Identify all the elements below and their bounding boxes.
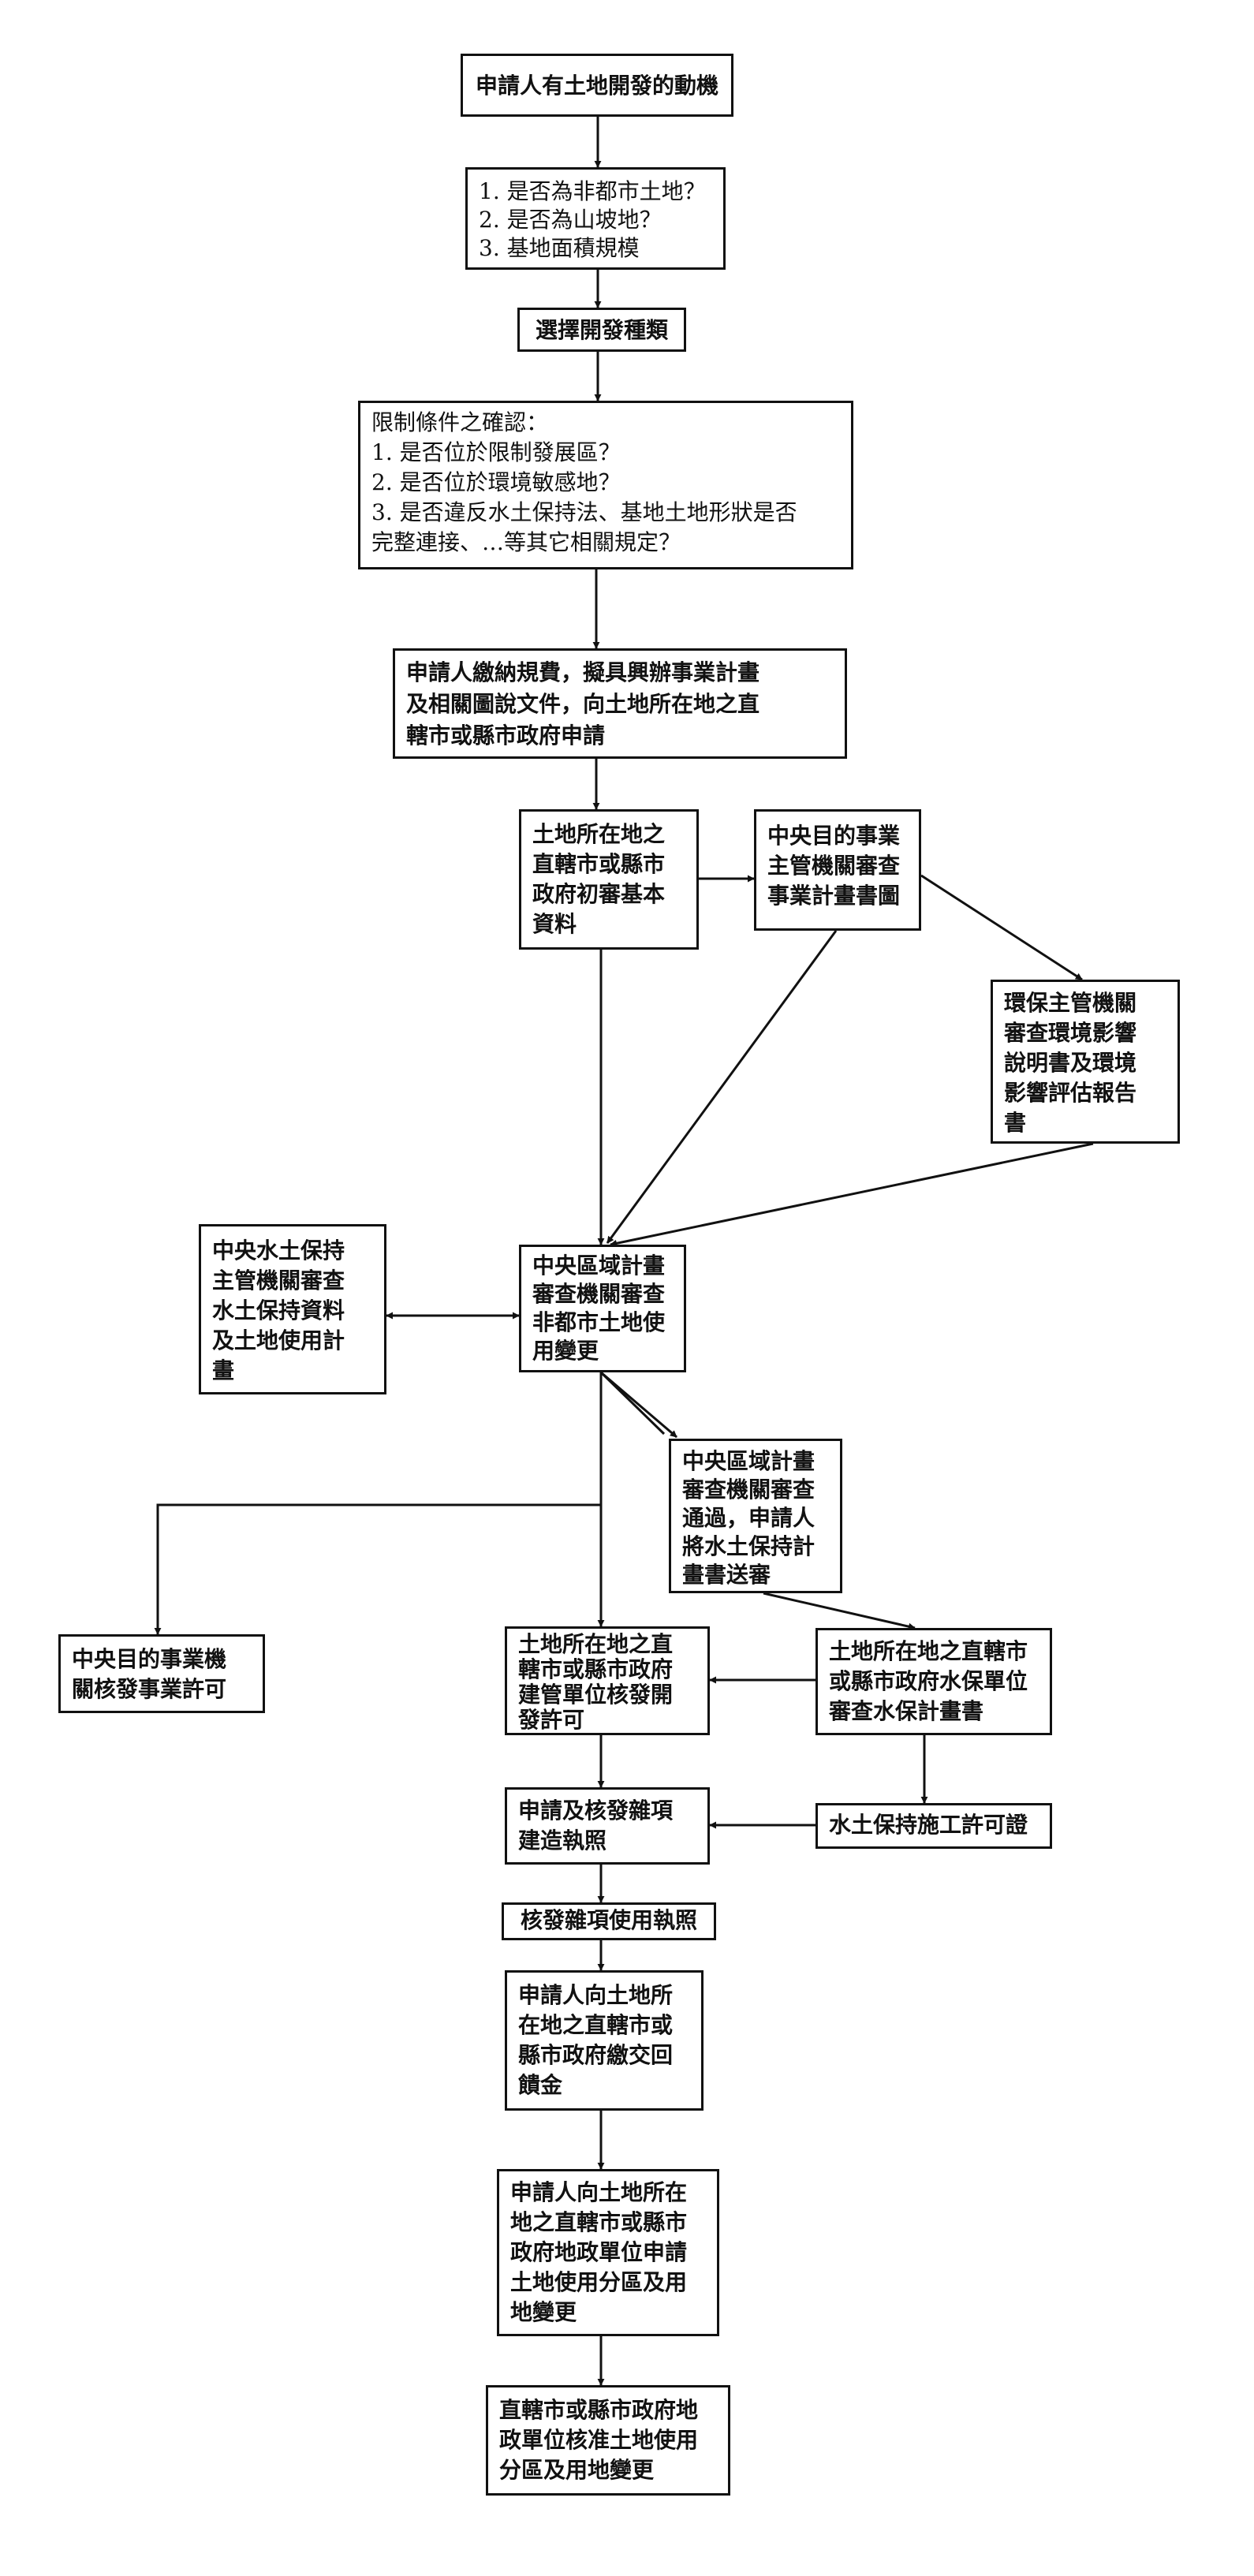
- arrow-env-to-regional: [610, 1142, 1094, 1247]
- node-initial-line: 政府初審基本: [532, 881, 666, 907]
- node-regional-line: 審查機關審查: [532, 1281, 666, 1307]
- node-soil-central-line: 主管機關審查: [212, 1267, 345, 1294]
- node-restrict-line: 1. 是否位於限制發展區？: [371, 439, 621, 465]
- node-deposit-line: 申請人向土地所: [518, 1982, 674, 2008]
- node-central-review-line: 事業計畫書圖: [767, 883, 901, 909]
- arrow-regional-to-regional-pass-b: [600, 1371, 677, 1439]
- node-restrict-line: 3. 是否違反水土保持法、基地土地形狀是否: [371, 499, 797, 525]
- arrow-central-review-to-env: [920, 874, 1083, 981]
- node-env-line: 環保主管機關: [1004, 990, 1137, 1016]
- node-dev-permit-line: 發許可: [518, 1707, 585, 1733]
- arrow-regional-to-permit-central: [154, 1503, 601, 1635]
- node-central-review-line: 主管機關審查: [767, 853, 901, 879]
- node-regional-pass-line: 中央區域計畫: [682, 1448, 815, 1474]
- node-regional-pass-line: 審查機關審查: [682, 1477, 815, 1503]
- node-soil-local-line: 審查水保計畫書: [829, 1698, 984, 1724]
- node-initial-line: 直轄市或縣市: [532, 851, 666, 877]
- node-regional-pass-line: 通過，申請人: [682, 1505, 815, 1531]
- node-zoning-approve: 直轄市或縣市政府地 政單位核准土地使用 分區及用地變更: [486, 2385, 730, 2496]
- node-regional: 中央區域計畫 審查機關審查 非都市土地使 用變更: [519, 1245, 686, 1372]
- node-regional-line: 中央區域計畫: [532, 1253, 666, 1279]
- node-zoning-approve-line: 分區及用地變更: [499, 2457, 655, 2483]
- node-env-line: 審查環境影響: [1004, 1020, 1137, 1046]
- node-regional-pass: 中央區域計畫 審查機關審查 通過，申請人 將水土保持計 畫書送審: [669, 1439, 842, 1593]
- node-questions-line: 3. 基地面積規模: [479, 235, 640, 261]
- node-build-license-line: 申請及核發雜項: [518, 1798, 674, 1824]
- node-dev-permit-line: 土地所在地之直: [518, 1631, 674, 1657]
- node-use-license: 核發雜項使用執照: [502, 1902, 716, 1940]
- node-apply-line: 及相關圖說文件，向土地所在地之直: [406, 691, 760, 717]
- node-soil-license-line: 水土保持施工許可證: [829, 1812, 1028, 1838]
- node-regional-pass-line: 將水土保持計: [682, 1533, 815, 1559]
- node-zoning-apply-line: 申請人向土地所在: [510, 2179, 688, 2205]
- node-dev-permit-line: 建管單位核發開: [518, 1682, 674, 1708]
- node-zoning-approve-line: 直轄市或縣市政府地: [499, 2397, 699, 2423]
- node-zoning-apply-line: 地之直轄市或縣市: [510, 2209, 688, 2235]
- node-questions-line: 2. 是否為山坡地？: [479, 207, 662, 233]
- node-restrict-line: 限制條件之確認：: [371, 409, 549, 435]
- node-soil-central: 中央水土保持 主管機關審查 水土保持資料 及土地使用計 畫: [199, 1224, 386, 1394]
- node-select-line: 選擇開發種類: [535, 317, 668, 343]
- node-motive: 申請人有土地開發的動機: [461, 54, 733, 117]
- node-zoning-apply-line: 地變更: [510, 2299, 577, 2325]
- node-zoning-apply-line: 土地使用分區及用: [510, 2269, 688, 2295]
- node-deposit-line: 饋金: [518, 2072, 563, 2098]
- node-build-license-line: 建造執照: [518, 1827, 607, 1854]
- node-deposit-line: 在地之直轄市或: [518, 2012, 674, 2038]
- node-permit-central: 中央目的事業機 關核發事業許可: [58, 1634, 265, 1713]
- node-regional-line: 用變更: [532, 1338, 599, 1364]
- node-soil-local: 土地所在地之直轄市 或縣市政府水保單位 審查水保計畫書: [815, 1628, 1052, 1735]
- node-motive-line: 申請人有土地開發的動機: [475, 73, 718, 99]
- node-restrict: 限制條件之確認： 1. 是否位於限制發展區？ 2. 是否位於環境敏感地？ 3. …: [358, 401, 853, 569]
- node-permit-central-line: 關核發事業許可: [72, 1676, 227, 1702]
- node-soil-local-line: 或縣市政府水保單位: [829, 1668, 1028, 1694]
- node-restrict-line: 2. 是否位於環境敏感地？: [371, 469, 621, 495]
- node-apply: 申請人繳納規費，擬具興辦事業計畫 及相關圖說文件，向土地所在地之直 轄市或縣市政…: [393, 648, 847, 759]
- node-env-line: 影響評估報告: [1004, 1080, 1137, 1106]
- node-initial-line: 土地所在地之: [532, 821, 666, 847]
- node-zoning-approve-line: 政單位核准土地使用: [499, 2427, 699, 2453]
- node-deposit-line: 縣市政府繳交回: [518, 2042, 674, 2068]
- node-soil-central-line: 水土保持資料: [212, 1297, 345, 1323]
- node-initial: 土地所在地之 直轄市或縣市 政府初審基本 資料: [519, 809, 699, 950]
- node-restrict-line: 完整連接、…等其它相關規定？: [371, 529, 681, 555]
- node-questions: 1. 是否為非都市土地？ 2. 是否為山坡地？ 3. 基地面積規模: [465, 167, 726, 270]
- arrow-regional-pass-to-soil-local: [763, 1592, 916, 1630]
- node-central-review: 中央目的事業 主管機關審查 事業計畫書圖: [754, 809, 921, 931]
- node-env-line: 書: [1004, 1110, 1027, 1136]
- node-use-license-line: 核發雜項使用執照: [520, 1907, 697, 1933]
- node-apply-line: 轄市或縣市政府申請: [406, 722, 606, 749]
- node-build-license: 申請及核發雜項 建造執照: [505, 1787, 710, 1865]
- node-soil-license: 水土保持施工許可證: [815, 1803, 1052, 1849]
- node-env-line: 說明書及環境: [1004, 1050, 1137, 1076]
- node-zoning-apply: 申請人向土地所在 地之直轄市或縣市 政府地政單位申請 土地使用分區及用 地變更: [497, 2169, 719, 2336]
- node-deposit: 申請人向土地所 在地之直轄市或 縣市政府繳交回 饋金: [505, 1970, 704, 2111]
- node-regional-line: 非都市土地使: [532, 1309, 666, 1335]
- node-questions-line: 1. 是否為非都市土地？: [479, 178, 706, 204]
- node-central-review-line: 中央目的事業: [767, 823, 901, 849]
- node-env: 環保主管機關 審查環境影響 說明書及環境 影響評估報告 書: [991, 980, 1180, 1144]
- node-soil-central-line: 畫: [212, 1357, 235, 1383]
- node-regional-pass-line: 畫書送審: [682, 1562, 771, 1588]
- node-apply-line: 申請人繳納規費，擬具興辦事業計畫: [406, 659, 760, 685]
- node-dev-permit: 土地所在地之直 轄市或縣市政府 建管單位核發開 發許可: [505, 1626, 710, 1735]
- node-dev-permit-line: 轄市或縣市政府: [518, 1656, 674, 1682]
- node-soil-central-line: 中央水土保持: [212, 1238, 345, 1264]
- arrow-central-review-to-regional: [606, 930, 838, 1244]
- node-zoning-apply-line: 政府地政單位申請: [510, 2239, 688, 2265]
- node-soil-central-line: 及土地使用計: [212, 1327, 345, 1353]
- node-permit-central-line: 中央目的事業機: [72, 1646, 227, 1672]
- node-soil-local-line: 土地所在地之直轄市: [829, 1638, 1028, 1664]
- node-select: 選擇開發種類: [517, 308, 686, 352]
- node-initial-line: 資料: [532, 911, 577, 937]
